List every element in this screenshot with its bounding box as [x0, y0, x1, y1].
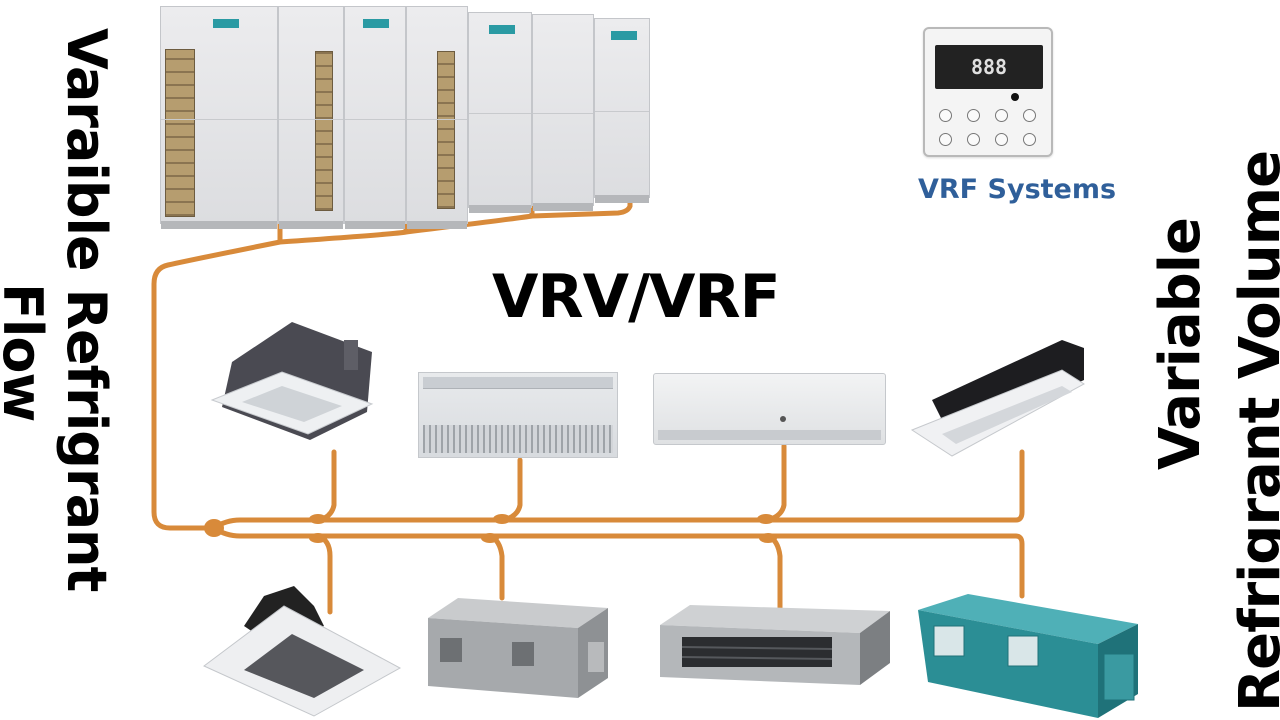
condenser-grille	[315, 51, 333, 211]
outdoor-module-1	[160, 6, 278, 229]
remote-button	[1023, 133, 1036, 146]
outdoor-module-1b	[278, 6, 344, 229]
ir-sensor-icon	[1011, 93, 1019, 101]
remote-display: 888	[935, 45, 1043, 89]
remote-button	[995, 109, 1008, 122]
condenser-grille	[437, 51, 455, 209]
outdoor-badge	[363, 19, 389, 28]
outdoor-module-4	[594, 18, 650, 203]
ceiling-cassette-compact	[203, 586, 402, 717]
wall-mounted-split	[653, 373, 886, 445]
remote-button	[967, 109, 980, 122]
outdoor-badge	[489, 25, 515, 34]
air-outlet-grille	[423, 425, 613, 453]
wired-remote-controller: 888	[923, 27, 1053, 157]
ducted-unit-high-static	[428, 598, 608, 698]
main-title: VRV/VRF	[492, 262, 781, 332]
remote-button	[939, 133, 952, 146]
remote-button	[1023, 109, 1036, 122]
outdoor-badge	[213, 19, 239, 28]
brand-caption: VRF Systems	[918, 174, 1117, 205]
remote-button	[967, 133, 980, 146]
outdoor-module-3	[468, 12, 532, 213]
brand-logo-icon	[780, 416, 786, 422]
ducted-unit-slim	[660, 605, 890, 685]
ceiling-cassette-4way	[210, 322, 374, 440]
outdoor-unit-bank	[160, 6, 650, 230]
right-vertical-label-line2: Refrigrant Volume	[1228, 150, 1280, 712]
outdoor-module-2b	[406, 6, 468, 229]
left-vertical-label-line2: Flow	[0, 283, 54, 422]
remote-button	[995, 133, 1008, 146]
outdoor-module-2	[344, 6, 406, 229]
right-vertical-label-line1: Variable	[1148, 218, 1213, 470]
ducted-unit-teal	[918, 594, 1138, 718]
remote-button	[939, 109, 952, 122]
outdoor-module-3b	[532, 14, 594, 211]
outdoor-badge	[611, 31, 637, 40]
floor-ceiling-unit	[418, 372, 618, 458]
ceiling-cassette-1way	[910, 340, 1085, 457]
condenser-grille	[165, 49, 195, 217]
left-vertical-label-line1: Varaible Refrigrant	[55, 28, 118, 592]
